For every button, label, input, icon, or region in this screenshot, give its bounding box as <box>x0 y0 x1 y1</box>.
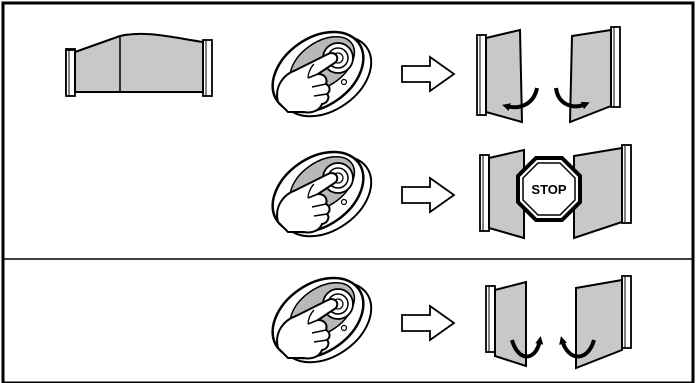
gate-closed-icon <box>65 32 213 97</box>
stop-sign-icon: STOP <box>516 156 582 222</box>
gate-stopped-icon <box>479 144 632 240</box>
gate-opening-icon <box>476 26 621 124</box>
stop-label: STOP <box>531 182 566 197</box>
gate-closing-icon <box>485 275 632 370</box>
